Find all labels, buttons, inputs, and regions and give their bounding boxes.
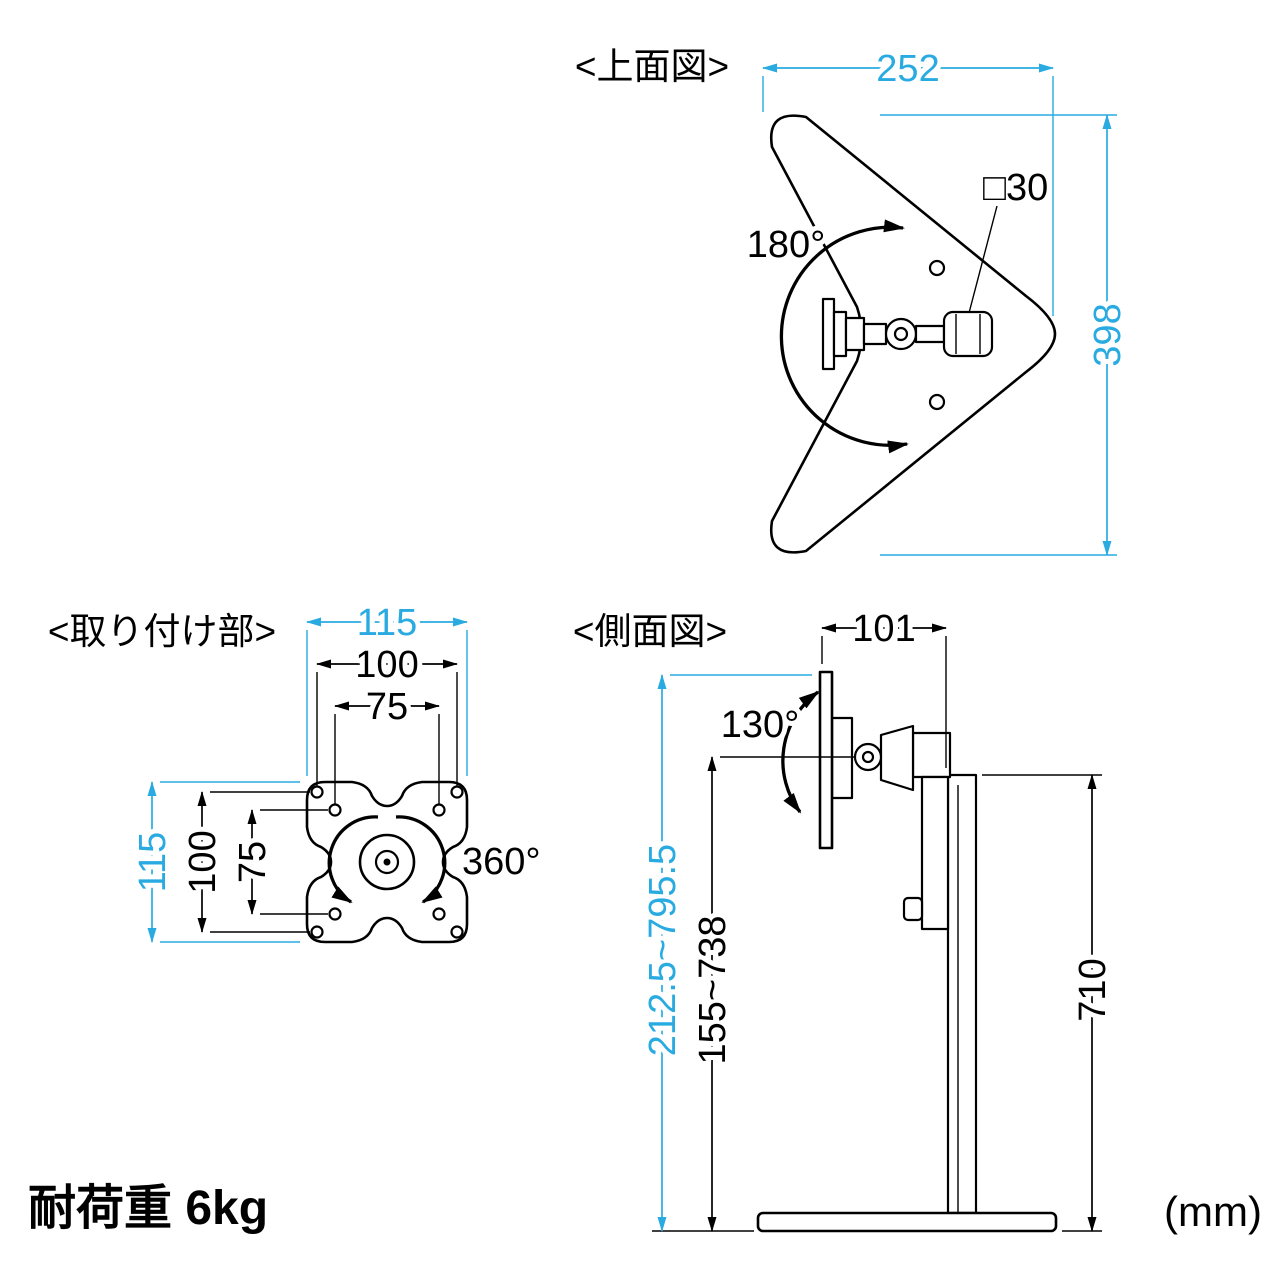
dim-398-label: 398 <box>1087 303 1129 366</box>
dim-115-left-label: 115 <box>132 832 174 893</box>
dim-height-vesa: 155~738 <box>687 756 854 1232</box>
side-view-title: <側面図> <box>573 611 727 652</box>
pole-square-label: □30 <box>983 167 1048 209</box>
load-capacity-label: 耐荷重 6kg <box>28 1182 268 1235</box>
monitor-plate-top <box>821 297 836 371</box>
leader-line <box>968 205 998 314</box>
link-block-b <box>862 322 888 346</box>
dim-252-label: 252 <box>876 48 939 90</box>
vesa-bracket-shape <box>830 716 854 800</box>
dim-100-top: 100 <box>316 639 458 786</box>
screw-hole <box>310 785 324 799</box>
rotation-arc-left <box>327 815 379 904</box>
screw-hole <box>328 803 342 817</box>
side-view: <側面図> 130° 101 <box>573 603 1119 1233</box>
pivot-center-top <box>893 326 909 342</box>
dim-75-left-label: 75 <box>232 841 274 883</box>
pivot-dot <box>383 858 391 866</box>
dim-115-top: 115 <box>306 597 468 776</box>
swivel-angle-label: 180° <box>747 224 826 266</box>
dim-height-total: 212.5~795.5 <box>637 674 812 1232</box>
top-view: <上面図> 252 <box>575 43 1134 556</box>
pole-shape <box>946 773 978 1215</box>
pole-clamp-shape <box>942 310 994 358</box>
dim-height-total-label: 212.5~795.5 <box>642 844 684 1056</box>
top-view-title: <上面図> <box>575 46 729 87</box>
mount-view: <取り付け部> 360° 115 <box>48 597 546 944</box>
clamp-neck <box>914 324 946 344</box>
dim-115-left: 115 <box>127 781 300 943</box>
dim-75-left: 75 <box>227 809 328 915</box>
dim-100-top-label: 100 <box>355 644 418 686</box>
arm-bracket-shape <box>911 731 952 779</box>
center-pivot <box>358 833 416 891</box>
mount-view-title: <取り付け部> <box>48 611 276 652</box>
screw-hole <box>310 925 324 939</box>
screw-hole <box>432 907 446 921</box>
dim-101-label: 101 <box>852 608 915 650</box>
tilt-arc <box>781 690 820 814</box>
screw-hole <box>432 803 446 817</box>
knob-shape <box>902 896 924 922</box>
base-hole <box>928 393 946 411</box>
dim-75-top: 75 <box>334 681 440 804</box>
dim-pole-label: 710 <box>1072 958 1114 1021</box>
screw-hole <box>450 785 464 799</box>
dim-100-left-label: 100 <box>182 830 224 893</box>
unit-label: (mm) <box>1164 1188 1262 1235</box>
dim-115-top-label: 115 <box>357 602 418 644</box>
dim-100-left: 100 <box>177 791 310 933</box>
screw-hole <box>450 925 464 939</box>
base-hole <box>928 259 946 277</box>
slider-shape <box>920 775 950 931</box>
dim-pole-height: 710 <box>982 774 1119 1232</box>
dim-398: 398 <box>880 114 1134 556</box>
dim-101: 101 <box>821 603 947 768</box>
base-shape <box>756 1211 1058 1233</box>
tilt-bracket-shape <box>879 724 915 792</box>
stand-side-drawing <box>756 670 1058 1233</box>
arm-assembly-top <box>821 259 994 411</box>
screw-holes <box>310 785 464 939</box>
rotation-angle-label: 360° <box>462 841 541 883</box>
vesa-flange-top <box>832 310 848 358</box>
screen-shape <box>818 670 834 850</box>
screw-hole <box>328 907 342 921</box>
rotation-arc-right <box>395 815 447 904</box>
dim-75-top-label: 75 <box>366 686 408 728</box>
footer: 耐荷重 6kg (mm) <box>28 1182 1262 1235</box>
tilt-angle-label: 130° <box>721 704 800 746</box>
link-block-a <box>844 316 866 352</box>
dim-height-vesa-label: 155~738 <box>692 916 734 1065</box>
dim-252: 252 <box>762 43 1054 316</box>
pivot-joint-center <box>861 750 875 764</box>
swivel-arc <box>779 219 909 454</box>
